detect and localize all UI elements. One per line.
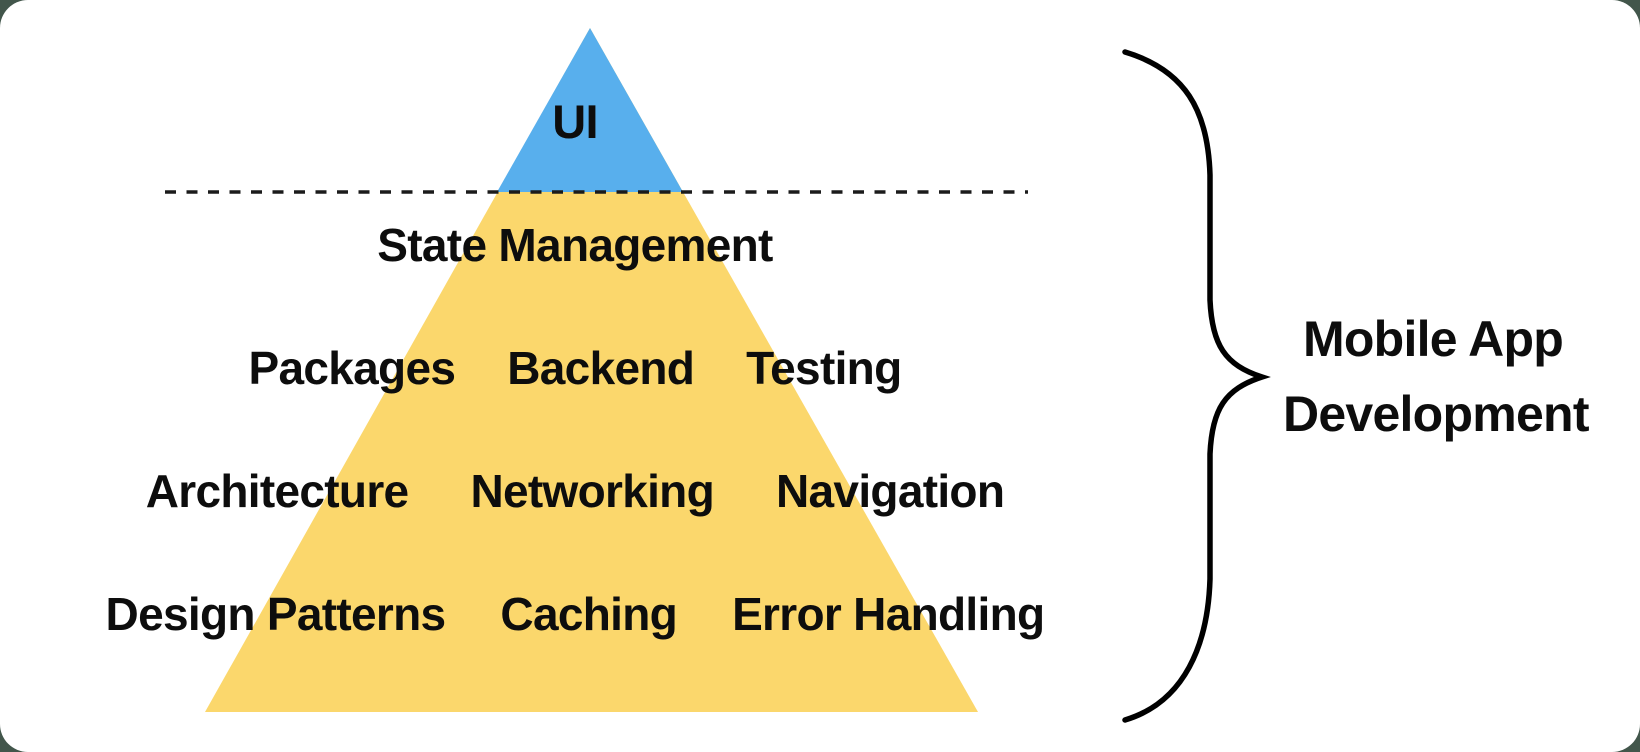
pyramid-row-2: Packages Backend Testing (0, 338, 1150, 398)
pyramid-item-backend: Backend (507, 342, 695, 394)
pyramid-item-testing: Testing (746, 342, 902, 394)
pyramid-item-networking: Networking (470, 465, 714, 517)
pyramid-item-packages: Packages (248, 342, 456, 394)
brace-label-line-2: Development (1283, 386, 1589, 442)
pyramid-body-shape (205, 28, 978, 712)
pyramid-item-ui: UI (552, 95, 598, 148)
curly-brace (1122, 49, 1271, 723)
pyramid-top-label-row: UI (0, 92, 1150, 152)
pyramid-row-3: Architecture Networking Navigation (0, 461, 1150, 521)
pyramid-item-architecture: Architecture (145, 465, 409, 517)
pyramid-item-error-handling: Error Handling (732, 588, 1045, 640)
brace-label: Mobile App Development (1283, 302, 1589, 452)
pyramid-item-navigation: Navigation (776, 465, 1005, 517)
pyramid-row-1: State Management (0, 215, 1150, 275)
pyramid-item-caching: Caching (500, 588, 678, 640)
pyramid-top-shape (497, 28, 683, 192)
pyramid-item-state-management: State Management (377, 219, 773, 271)
brace-label-line-1: Mobile App (1302, 311, 1564, 367)
pyramid-item-design-patterns: Design Patterns (105, 588, 447, 640)
pyramid-row-4: Design Patterns Caching Error Handling (0, 584, 1150, 644)
